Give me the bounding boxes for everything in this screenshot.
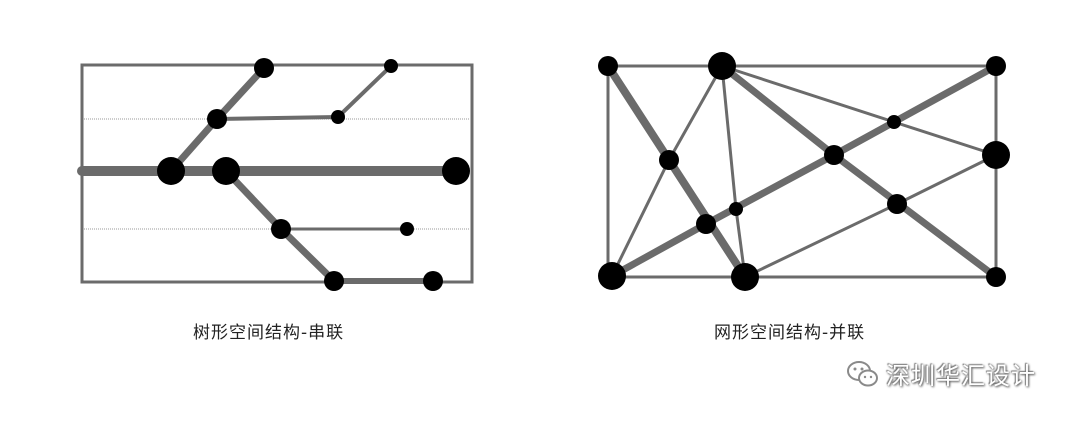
mesh-edge bbox=[702, 151, 838, 228]
tree-node bbox=[331, 110, 345, 124]
watermark-text: 深圳华汇设计 bbox=[886, 362, 1036, 390]
mesh-node bbox=[731, 263, 759, 291]
tree-edge bbox=[277, 225, 338, 285]
mesh-diagram-caption: 网形空间结构-并联 bbox=[714, 323, 866, 343]
tree-node bbox=[423, 271, 443, 291]
mesh-node bbox=[659, 150, 679, 170]
mesh-edge bbox=[718, 62, 838, 159]
mesh-node bbox=[887, 115, 901, 129]
mesh-edge bbox=[608, 220, 710, 280]
mesh-edge bbox=[720, 64, 738, 211]
watermark: 深圳华汇设计 bbox=[846, 356, 1036, 391]
mesh-node bbox=[598, 56, 618, 76]
wechat-icon bbox=[847, 360, 878, 386]
tree-diagram bbox=[77, 58, 474, 291]
mesh-node bbox=[986, 267, 1006, 287]
mesh-edge bbox=[720, 64, 896, 124]
tree-edge bbox=[215, 115, 340, 121]
tree-node bbox=[207, 109, 227, 129]
mesh-edge bbox=[610, 158, 671, 278]
tree-node bbox=[271, 219, 291, 239]
mesh-node bbox=[986, 56, 1006, 76]
mesh-edge bbox=[604, 62, 673, 164]
mesh-node bbox=[729, 202, 743, 216]
tree-edge bbox=[213, 64, 268, 123]
tree-node bbox=[212, 157, 240, 185]
tree-node bbox=[400, 222, 414, 236]
mesh-edge bbox=[830, 151, 1000, 281]
mesh-node bbox=[696, 214, 716, 234]
mesh-edge bbox=[743, 202, 899, 279]
mesh-edge bbox=[892, 120, 998, 157]
tree-node bbox=[442, 157, 470, 185]
mesh-edge bbox=[830, 62, 1000, 159]
mesh-node bbox=[824, 145, 844, 165]
mesh-node bbox=[982, 141, 1010, 169]
tree-node bbox=[324, 271, 344, 291]
tree-node bbox=[254, 58, 274, 78]
mesh-node bbox=[708, 52, 736, 80]
mesh-diagram bbox=[598, 52, 1010, 291]
mesh-edge bbox=[667, 64, 724, 162]
tree-node bbox=[157, 157, 185, 185]
mesh-node bbox=[598, 262, 626, 290]
tree-node bbox=[384, 59, 398, 73]
mesh-frame bbox=[606, 64, 998, 279]
tree-diagram-caption: 树形空间结构-串联 bbox=[193, 323, 345, 343]
mesh-node bbox=[887, 194, 907, 214]
tree-edge bbox=[336, 64, 393, 119]
mesh-edge bbox=[895, 153, 998, 206]
